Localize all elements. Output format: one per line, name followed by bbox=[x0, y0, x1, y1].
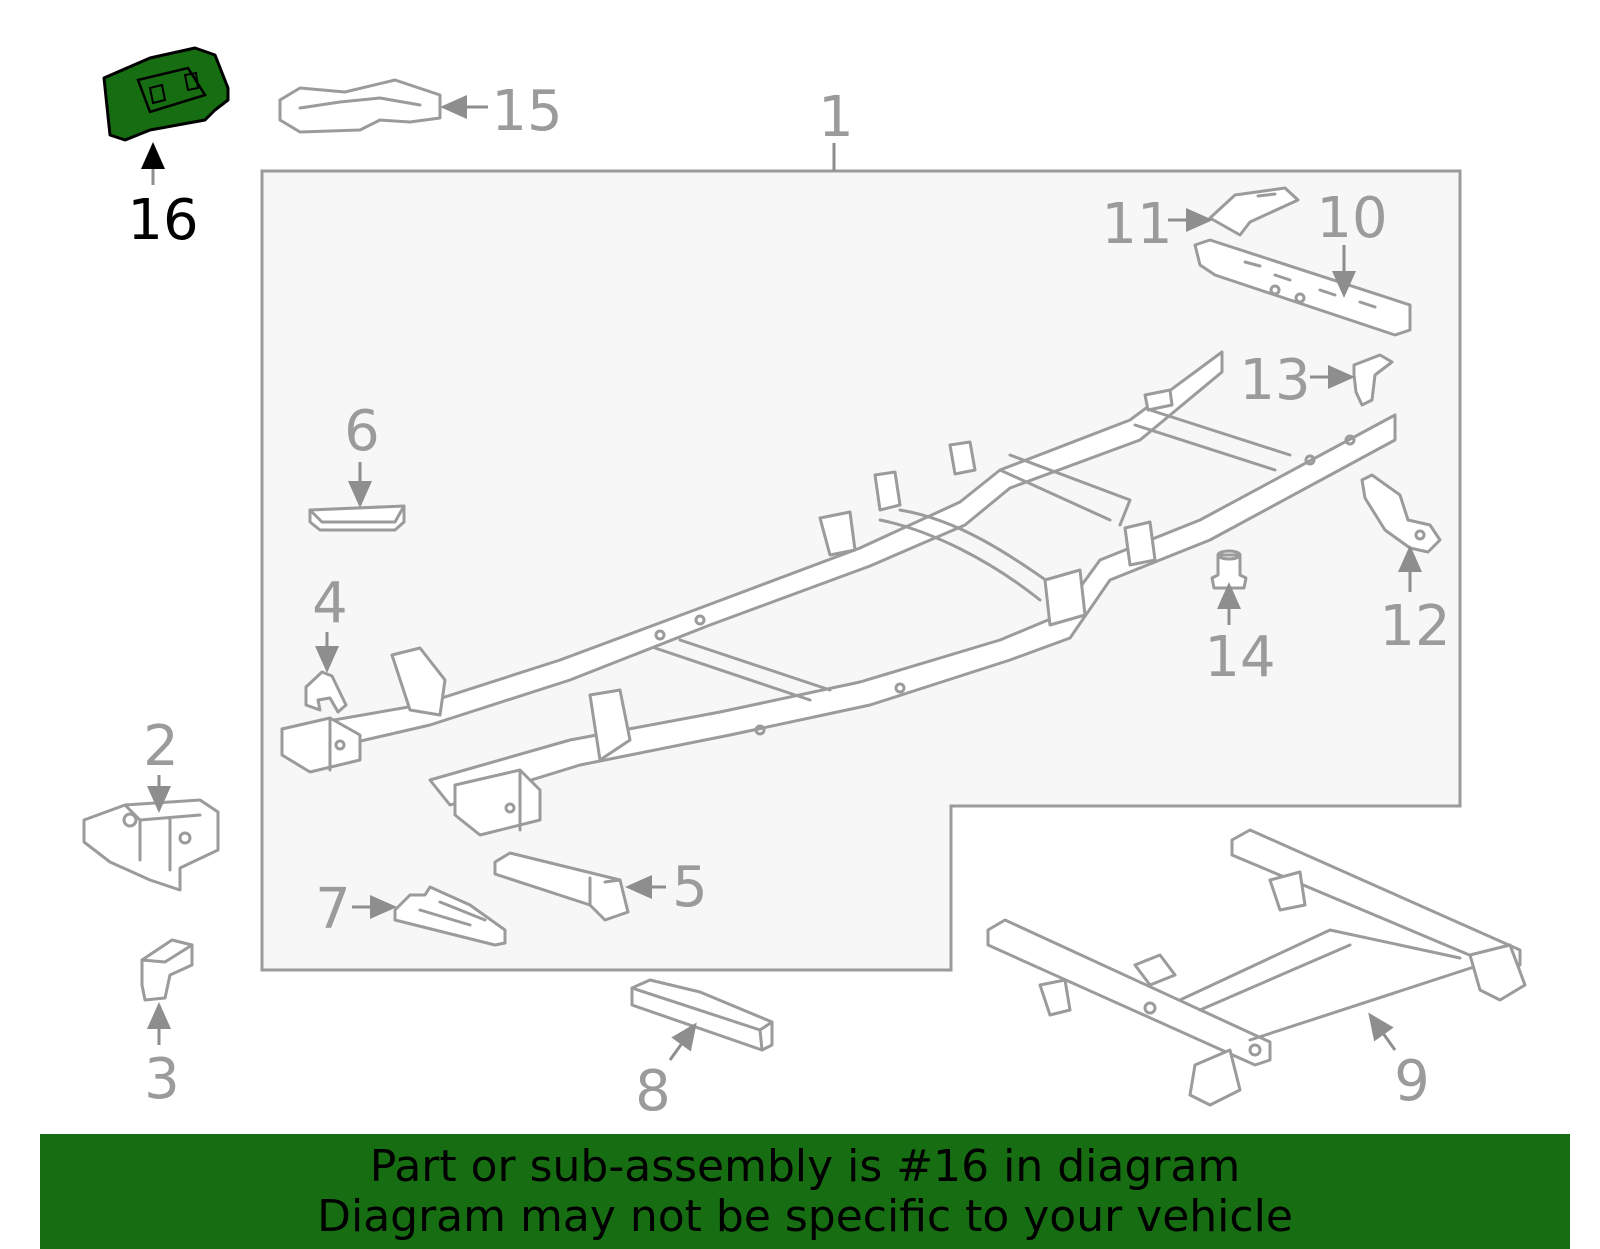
part-9-drawing bbox=[986, 828, 1527, 1107]
part-12-drawing bbox=[1360, 473, 1442, 554]
callout-1: 1 bbox=[818, 85, 854, 150]
banner-line-1: Part or sub-assembly is #16 in diagram bbox=[369, 1140, 1241, 1192]
callout-7: 7 bbox=[315, 877, 351, 942]
leader-9 bbox=[1368, 1012, 1397, 1051]
callout-5: 5 bbox=[672, 855, 708, 920]
part-3-drawing bbox=[140, 938, 194, 1002]
callout-15: 15 bbox=[491, 79, 562, 144]
part-8-drawing bbox=[630, 978, 774, 1052]
frame-drawing bbox=[280, 350, 1397, 837]
part-14-drawing bbox=[1210, 549, 1248, 590]
callout-2: 2 bbox=[143, 714, 179, 779]
part-5-drawing bbox=[493, 851, 630, 922]
callout-3: 3 bbox=[144, 1047, 180, 1112]
part-10-drawing bbox=[1193, 238, 1412, 337]
callout-11: 11 bbox=[1101, 192, 1172, 257]
info-banner: Part or sub-assembly is #16 in diagram D… bbox=[40, 1134, 1570, 1249]
part-16-highlighted[interactable] bbox=[102, 46, 230, 142]
part-6-drawing bbox=[308, 504, 406, 532]
callout-16: 16 bbox=[127, 188, 198, 253]
callout-6: 6 bbox=[344, 399, 380, 464]
part-15-drawing bbox=[278, 78, 442, 134]
callout-12: 12 bbox=[1379, 594, 1450, 659]
callout-10: 10 bbox=[1316, 186, 1387, 251]
leader-8 bbox=[668, 1022, 697, 1061]
callout-4: 4 bbox=[312, 571, 348, 636]
part-2-drawing bbox=[82, 798, 220, 892]
callout-14: 14 bbox=[1204, 625, 1275, 690]
callout-13: 13 bbox=[1239, 348, 1310, 413]
part-7-drawing bbox=[393, 885, 507, 947]
callout-8: 8 bbox=[635, 1059, 671, 1124]
part-4-drawing bbox=[304, 670, 348, 714]
part-11-drawing bbox=[1208, 186, 1300, 237]
callout-9: 9 bbox=[1394, 1049, 1430, 1114]
banner-line-2: Diagram may not be specific to your vehi… bbox=[317, 1190, 1293, 1242]
